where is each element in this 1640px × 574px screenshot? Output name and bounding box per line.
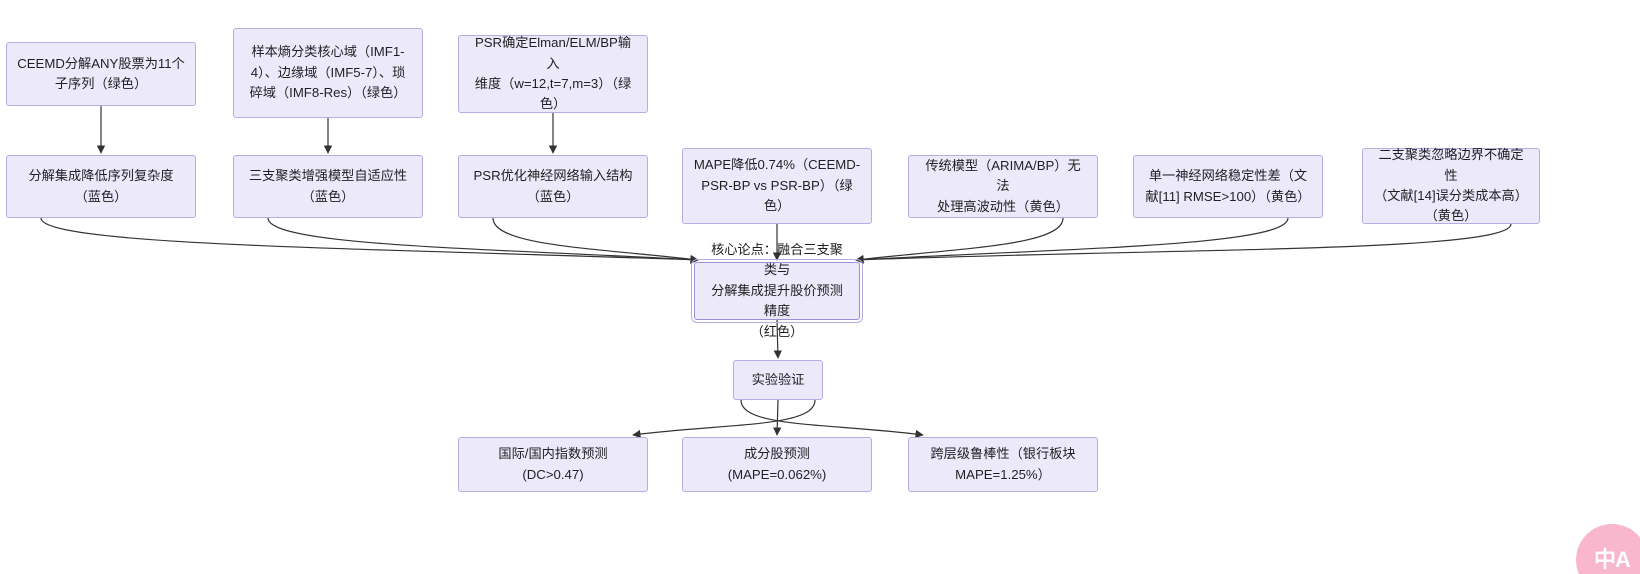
- node-label: PSR确定Elman/ELM/BP输入 维度（w=12,t=7,m=3）（绿 色…: [474, 35, 632, 112]
- edge-single-nn-unstable-to-core-thesis: [855, 217, 1289, 264]
- node-core-thesis[interactable]: 核心论点：融合三支聚类与 分解集成提升股价预测精度 （红色）: [691, 242, 863, 339]
- node-psr-dim[interactable]: PSR确定Elman/ELM/BP输入 维度（w=12,t=7,m=3）（绿 色…: [458, 35, 648, 113]
- node-mape-drop[interactable]: MAPE降低0.74%（CEEMD- PSR-BP vs PSR-BP）（绿 色…: [682, 148, 872, 224]
- edge-psr-structure-to-core-thesis: [492, 217, 699, 264]
- node-three-way-adapt[interactable]: 三支聚类增强模型自适应性 （蓝色）: [233, 155, 423, 218]
- watermark-badge: 中A: [1576, 524, 1640, 574]
- node-label: 成分股预测 (MAPE=0.062%): [727, 446, 827, 482]
- node-label: 跨层级鲁棒性（银行板块 MAPE=1.25%）: [930, 446, 1076, 482]
- node-index-forecast[interactable]: 国际/国内指数预测 (DC>0.47): [458, 437, 648, 492]
- edge-experiment-to-cross-level-robust: [740, 399, 924, 439]
- node-ceemd[interactable]: CEEMD分解ANY股票为11个 子序列（绿色）: [6, 42, 196, 106]
- node-two-way-ignore[interactable]: 二支聚类忽略边界不确定性 （文献[14]误分类成本高） （黄色）: [1362, 147, 1540, 224]
- edge-experiment-to-constituent-forecast: [773, 399, 782, 436]
- edge-experiment-to-index-forecast: [632, 399, 816, 439]
- node-label: 单一神经网络稳定性差（文 献[11] RMSE>100）（黄色）: [1145, 168, 1311, 204]
- node-label: 核心论点：融合三支聚类与 分解集成提升股价预测精度 （红色）: [711, 241, 843, 339]
- node-single-nn-unstable[interactable]: 单一神经网络稳定性差（文 献[11] RMSE>100）（黄色）: [1133, 155, 1323, 218]
- watermark-label: 中A: [1594, 547, 1631, 572]
- node-label: 国际/国内指数预测 (DC>0.47): [498, 446, 608, 482]
- node-label: 二支聚类忽略边界不确定性 （文献[14]误分类成本高） （黄色）: [1374, 147, 1528, 224]
- node-label: PSR优化神经网络输入结构 （蓝色）: [473, 168, 633, 204]
- edge-three-way-adapt-to-core-thesis: [267, 217, 699, 264]
- edge-two-way-ignore-to-core-thesis: [855, 223, 1512, 264]
- node-experiment[interactable]: 实验验证: [733, 360, 823, 400]
- edge-traditional-limit-to-core-thesis: [855, 217, 1064, 264]
- node-constituent-forecast[interactable]: 成分股预测 (MAPE=0.062%): [682, 437, 872, 492]
- node-label: CEEMD分解ANY股票为11个 子序列（绿色）: [17, 55, 185, 91]
- node-cross-level-robust[interactable]: 跨层级鲁棒性（银行板块 MAPE=1.25%）: [908, 437, 1098, 492]
- node-label: 样本熵分类核心域（IMF1- 4）、边缘域（IMF5-7）、琐 碎域（IMF8-…: [249, 44, 407, 101]
- node-label: MAPE降低0.74%（CEEMD- PSR-BP vs PSR-BP）（绿 色…: [693, 157, 861, 214]
- node-label: 实验验证: [751, 371, 805, 387]
- node-traditional-limit[interactable]: 传统模型（ARIMA/BP）无法 处理高波动性（黄色）: [908, 155, 1098, 218]
- node-label: 传统模型（ARIMA/BP）无法 处理高波动性（黄色）: [925, 157, 1081, 214]
- node-label: 三支聚类增强模型自适应性 （蓝色）: [248, 168, 408, 204]
- node-psr-structure[interactable]: PSR优化神经网络输入结构 （蓝色）: [458, 155, 648, 218]
- node-sample-entropy[interactable]: 样本熵分类核心域（IMF1- 4）、边缘域（IMF5-7）、琐 碎域（IMF8-…: [233, 28, 423, 118]
- edge-decomp-complexity-to-core-thesis: [40, 217, 699, 264]
- node-decomp-complexity[interactable]: 分解集成降低序列复杂度 （蓝色）: [6, 155, 196, 218]
- node-label: 分解集成降低序列复杂度 （蓝色）: [28, 168, 174, 204]
